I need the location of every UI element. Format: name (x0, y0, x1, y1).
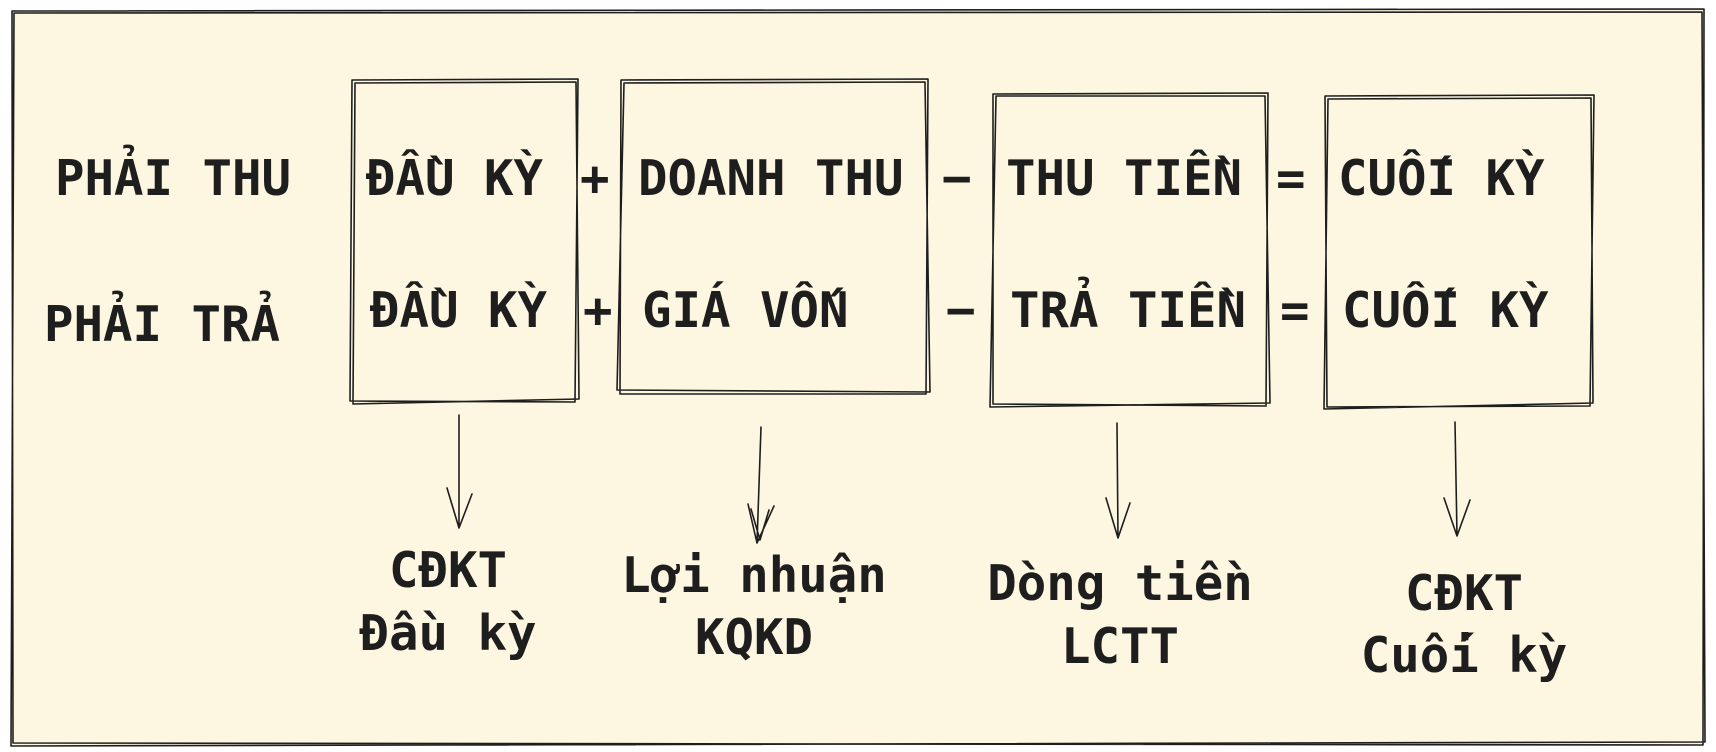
row1-end: CUỐI KỲ (1338, 148, 1545, 207)
row2-end: CUỐI KỲ (1342, 280, 1549, 339)
row1-plus: + (580, 150, 610, 207)
box-flow-out (989, 92, 1271, 408)
arrow-begin (446, 414, 473, 529)
box-flow-in (616, 78, 931, 395)
row2-minus: − (946, 282, 976, 339)
caption-flow-in-line2: KQKD (695, 609, 813, 666)
row2-flow-out: TRẢ TIỀN (1010, 275, 1246, 339)
row2-equals: = (1280, 282, 1310, 339)
row1-equals: = (1276, 150, 1306, 207)
row2-flow-in: GIÁ VỐN (642, 280, 849, 339)
row2-label: PHẢI TRẢ (44, 289, 280, 353)
caption-flow-out-line1: Dòng tiền (987, 555, 1253, 612)
arrow-flow-out (1105, 422, 1131, 539)
caption-begin-line2: Đầu kỳ (359, 605, 536, 662)
caption-end-line2: Cuối kỳ (1361, 627, 1568, 684)
arrow-flow-in (747, 426, 775, 544)
row1-minus: − (942, 150, 972, 207)
diagram-frame (10, 8, 1706, 747)
box-begin (349, 78, 580, 405)
arrow-end (1443, 421, 1471, 537)
row2-plus: + (583, 282, 613, 339)
row1-flow-out: THU TIỀN (1006, 148, 1242, 207)
row2-begin: ĐẦU KỲ (370, 280, 548, 339)
row1-begin: ĐẦU KỲ (366, 148, 544, 207)
diagram-background (12, 10, 1704, 745)
row1-flow-in: DOANH THU (638, 150, 904, 207)
row1-label: PHẢI THU (55, 143, 291, 207)
caption-begin-line1: CĐKT (389, 542, 507, 599)
box-end (1323, 94, 1595, 410)
caption-flow-in-line1: Lợi nhuận (621, 547, 887, 604)
caption-flow-out-line2: LCTT (1061, 618, 1179, 675)
caption-end-line1: CĐKT (1405, 565, 1523, 622)
